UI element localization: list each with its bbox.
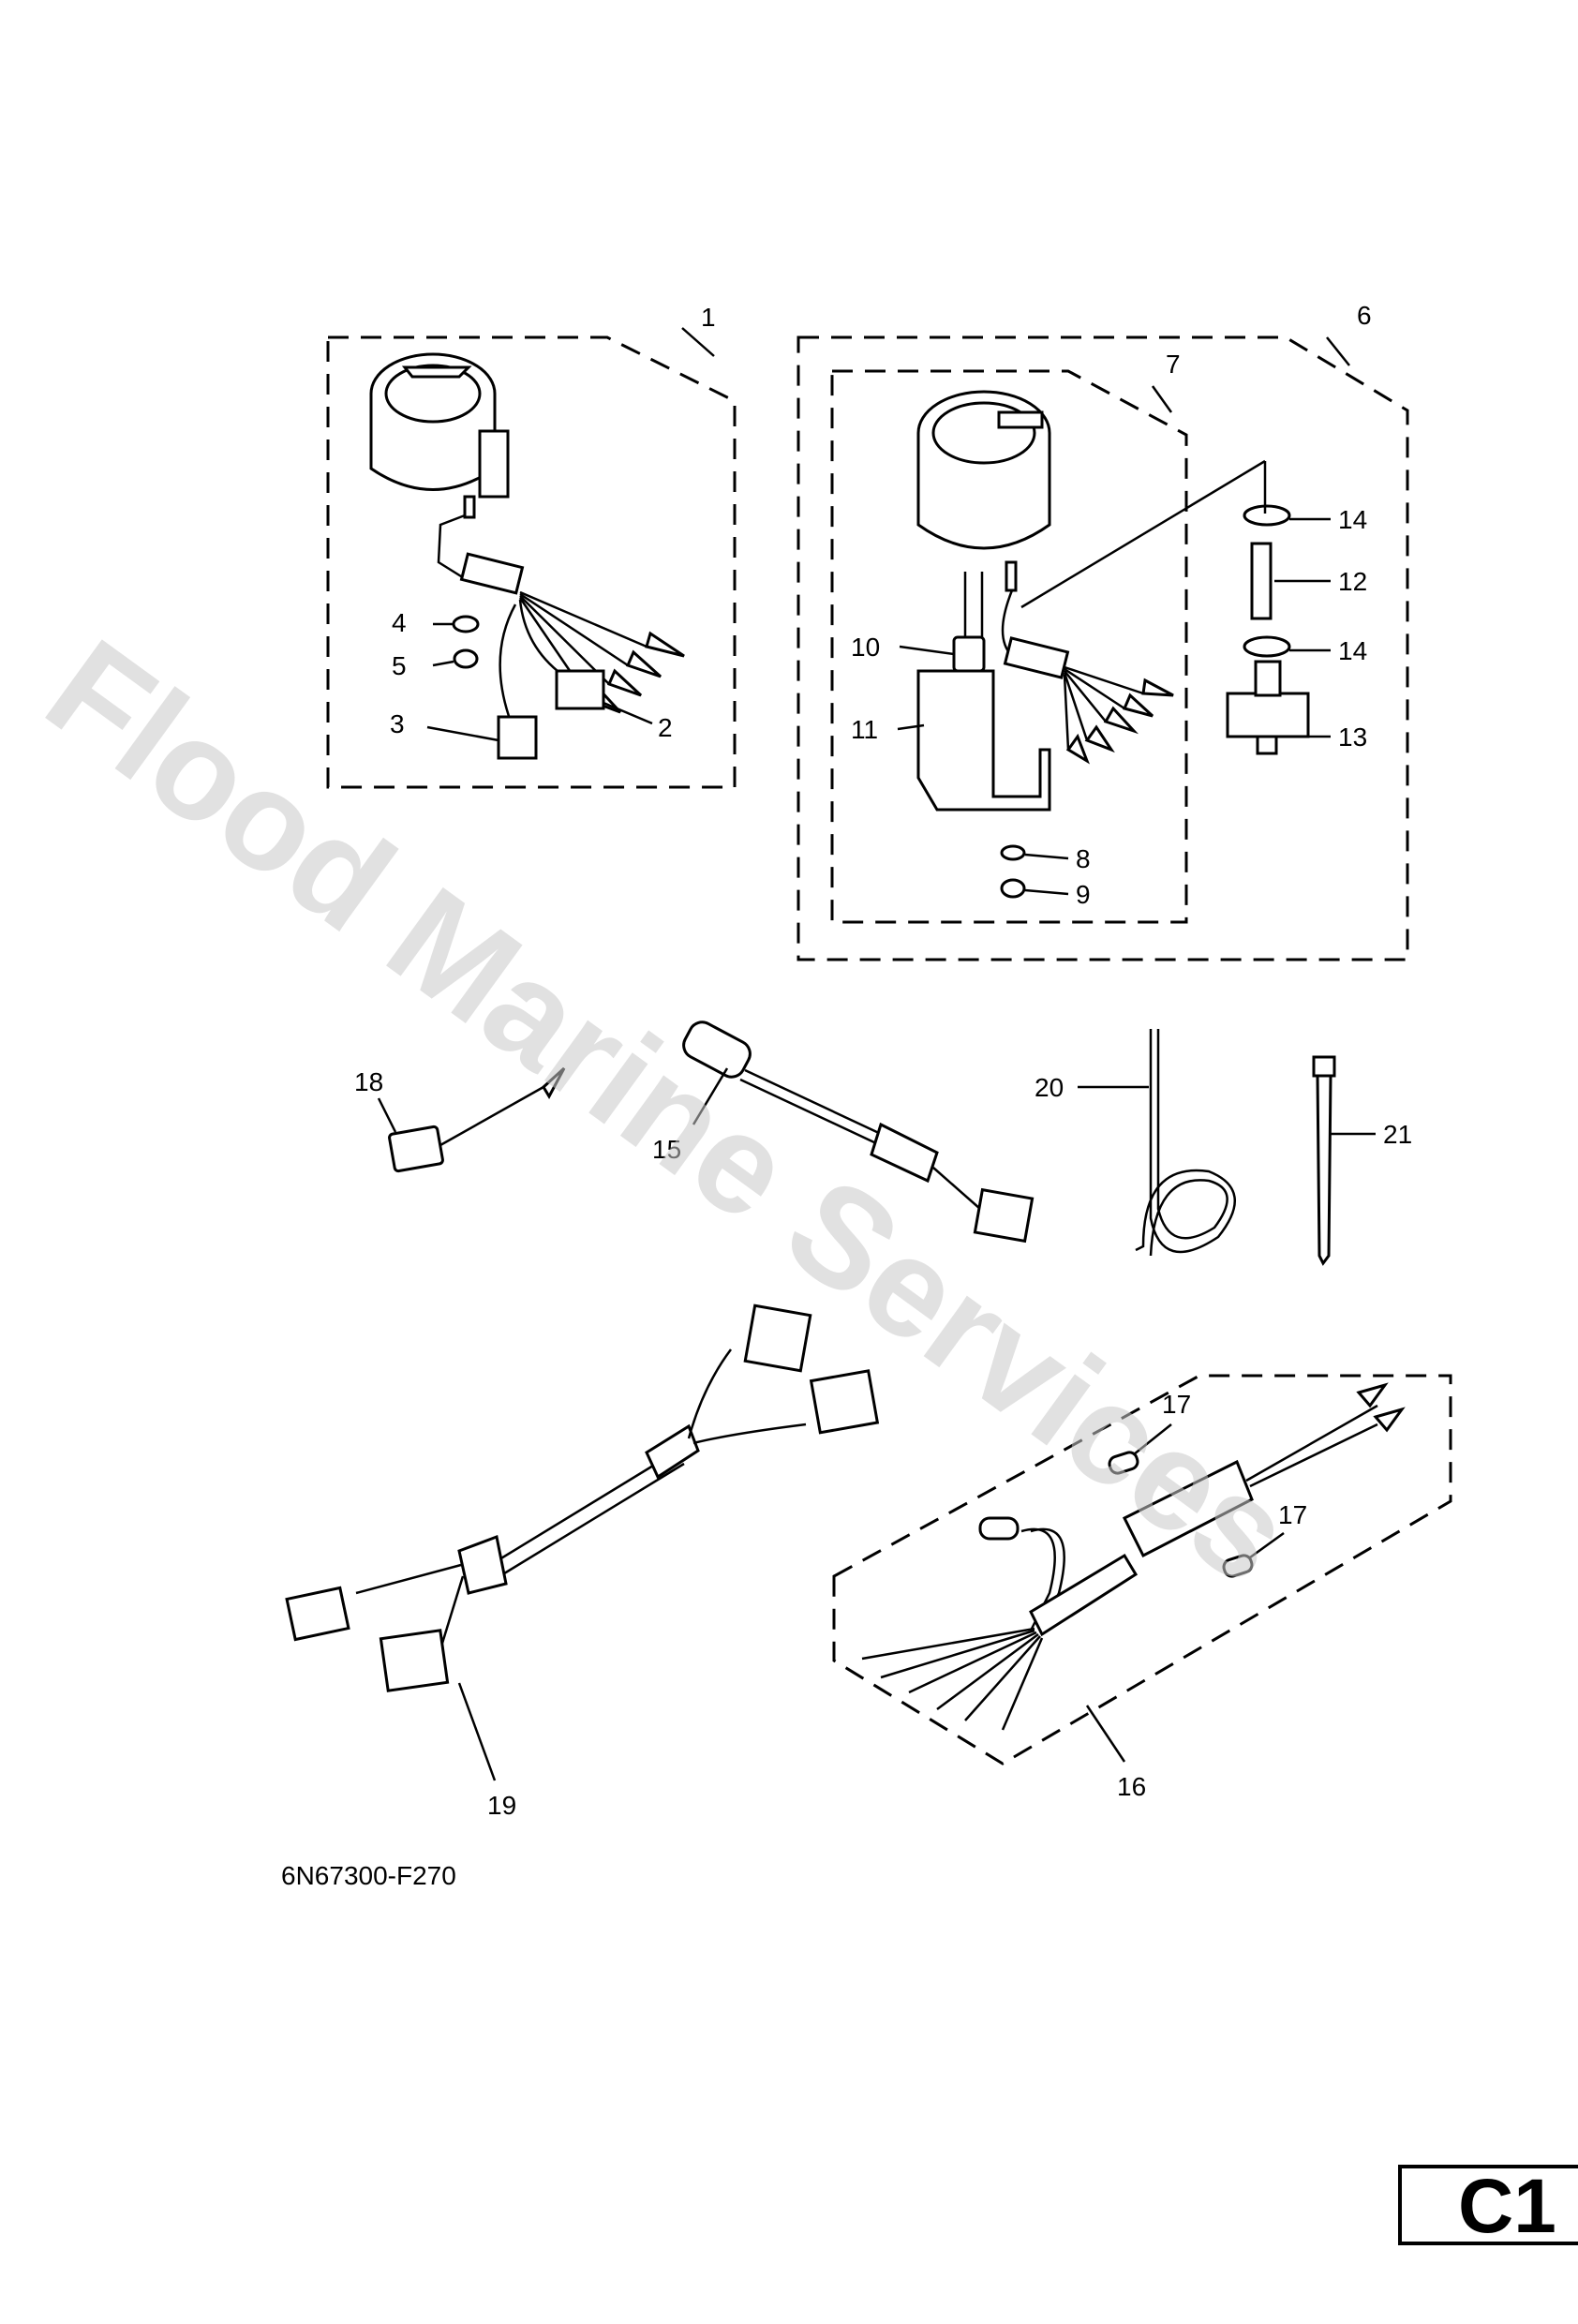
callout-10: 10 — [851, 633, 880, 662]
gauge-7-drawing — [916, 390, 1174, 899]
callout-6: 6 — [1357, 301, 1372, 330]
callout-5: 5 — [392, 651, 407, 680]
sender-13-drawing — [1226, 504, 1310, 755]
callout-18: 18 — [354, 1067, 383, 1096]
page-tag: C1 — [1398, 2165, 1578, 2249]
group-16-outline — [832, 1374, 1452, 1765]
callout-14b: 14 — [1338, 636, 1367, 665]
harness-16-drawing — [861, 1382, 1406, 1731]
harness-19-drawing — [285, 1304, 880, 1692]
callout-15: 15 — [652, 1135, 681, 1164]
callout-19: 19 — [487, 1791, 516, 1820]
cable-tie-21-drawing — [1312, 1055, 1336, 1266]
callout-21: 21 — [1383, 1120, 1412, 1149]
callout-14a: 14 — [1338, 505, 1367, 534]
callout-17a: 17 — [1162, 1390, 1191, 1419]
callout-4: 4 — [392, 608, 407, 637]
lead-wire-15-drawing — [682, 1020, 1035, 1244]
callout-12: 12 — [1338, 567, 1367, 596]
gauge-1-drawing — [369, 352, 685, 760]
callout-7: 7 — [1166, 350, 1181, 379]
group-7-outline — [830, 369, 1188, 924]
callout-9: 9 — [1076, 880, 1091, 909]
shrink-tube-17-drawing — [1108, 1451, 1254, 1578]
page-tag-label: C1 — [1458, 2164, 1556, 2249]
callout-11: 11 — [851, 715, 878, 744]
callout-13: 13 — [1338, 723, 1367, 752]
group-6-outline — [796, 335, 1409, 961]
group-1-outline — [326, 335, 737, 789]
callout-17b: 17 — [1278, 1500, 1307, 1529]
callout-20: 20 — [1035, 1073, 1064, 1102]
callout-2: 2 — [658, 713, 673, 742]
hose-20-drawing — [1135, 1029, 1237, 1257]
diagram-code: 6N67300-F270 — [281, 1861, 456, 1890]
callout-16: 16 — [1117, 1772, 1146, 1801]
callout-3: 3 — [390, 709, 405, 738]
coupler-18-drawing — [388, 1066, 566, 1173]
callout-8: 8 — [1076, 844, 1091, 873]
callout-1: 1 — [701, 303, 716, 332]
